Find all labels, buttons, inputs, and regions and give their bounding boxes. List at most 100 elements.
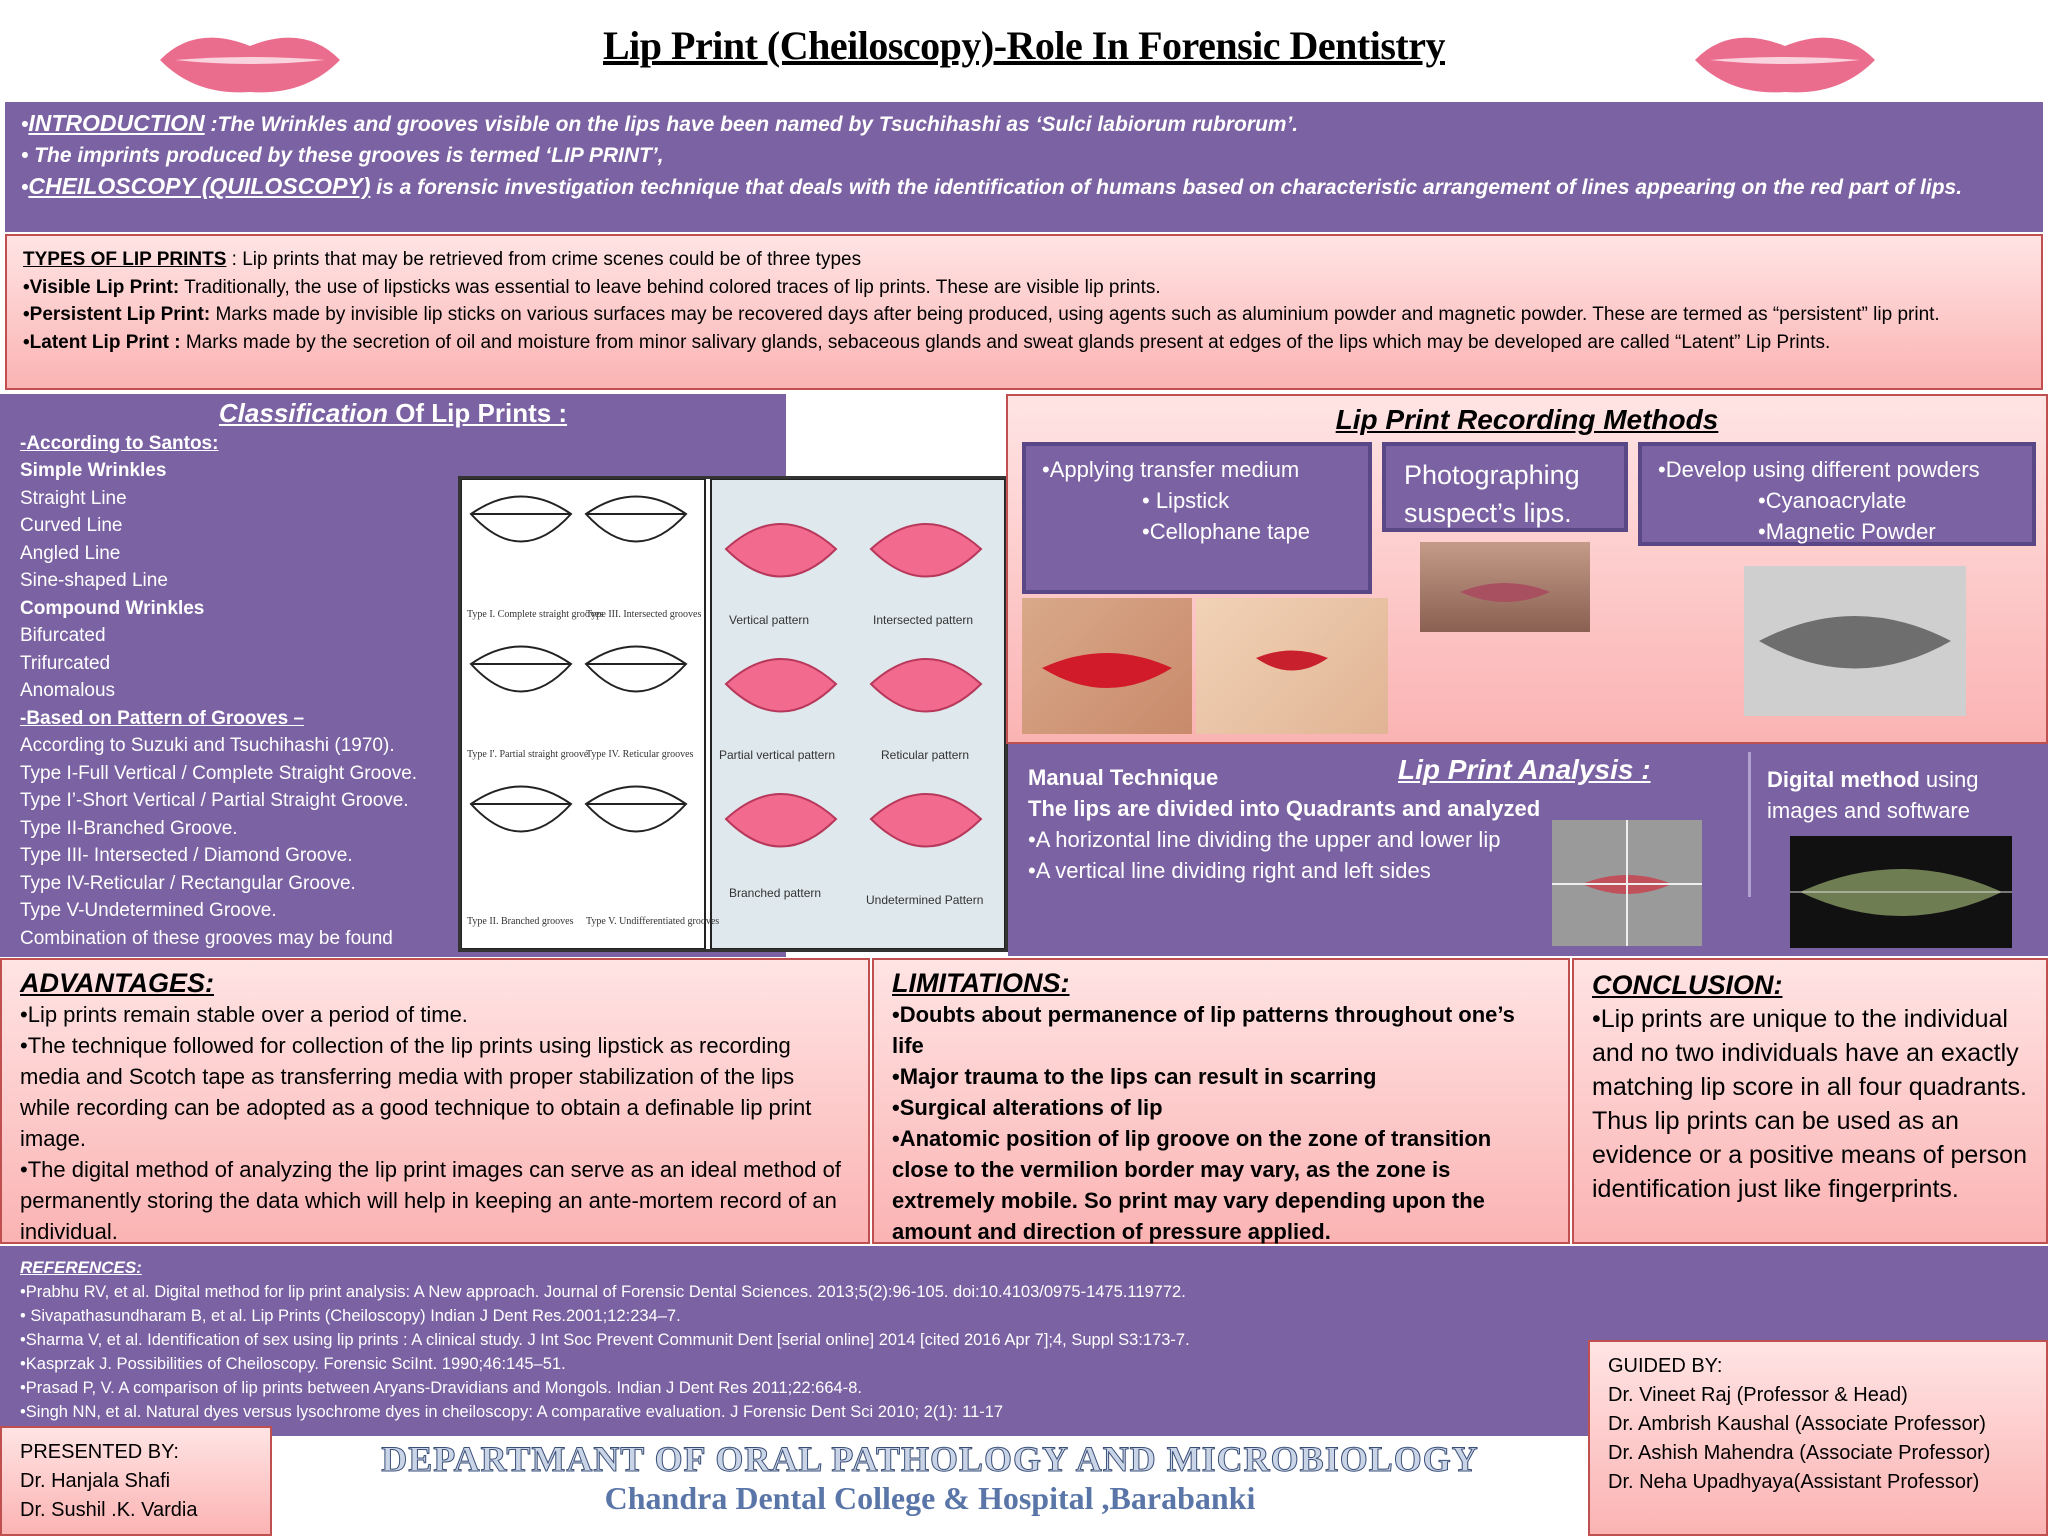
list-item: •Visible Lip Print: Traditionally, the u… bbox=[23, 276, 1161, 298]
pattern-label: Vertical pattern bbox=[729, 613, 809, 627]
lip-pattern-illustration: Type I. Complete straight grooves Type I… bbox=[460, 478, 1006, 950]
intro-text: :The Wrinkles and grooves visible on the… bbox=[204, 113, 1299, 136]
list-item: •The technique followed for collection o… bbox=[20, 1033, 812, 1151]
poster-title: Lip Print (Cheiloscopy)-Role In Forensic… bbox=[603, 23, 1445, 68]
list-item: •Doubts about permanence of lip patterns… bbox=[892, 1002, 1515, 1058]
presented-heading: PRESENTED BY: bbox=[20, 1441, 179, 1463]
list-item: According to Suzuki and Tsuchihashi (197… bbox=[20, 735, 395, 756]
types-intro: : Lip prints that may be retrieved from … bbox=[226, 249, 862, 270]
diagram-label: Type I. Complete straight grooves bbox=[467, 609, 603, 620]
presented-by-panel: PRESENTED BY: Dr. Hanjala Shafi Dr. Sush… bbox=[0, 1426, 272, 1536]
list-item: Angled Line bbox=[20, 542, 121, 564]
advantages-heading: ADVANTAGES: bbox=[20, 968, 215, 998]
manual-technique: Manual Technique The lips are divided in… bbox=[1028, 762, 1568, 886]
list-item: •Magnetic Powder bbox=[1758, 519, 1936, 544]
list-item: Straight Line bbox=[20, 487, 127, 509]
list-item: •Anatomic position of lip groove on the … bbox=[892, 1126, 1492, 1244]
pattern-label: Partial vertical pattern bbox=[719, 748, 835, 762]
list-item: Type IV-Reticular / Rectangular Groove. bbox=[20, 872, 356, 894]
pattern-label: Reticular pattern bbox=[881, 748, 969, 762]
list-item: Anomalous bbox=[20, 680, 116, 701]
pattern-label: Intersected pattern bbox=[873, 613, 973, 627]
classification-title: Classification Of Lip Prints : bbox=[218, 398, 568, 428]
list-item: •A horizontal line dividing the upper an… bbox=[1028, 827, 1501, 852]
list-item: Manual Technique bbox=[1028, 765, 1219, 790]
list-item: • Lipstick bbox=[1142, 488, 1230, 513]
list-item: Dr. Sushil .K. Vardia bbox=[20, 1499, 198, 1521]
list-item: •Develop using different powders bbox=[1658, 457, 1980, 482]
software-lip-image bbox=[1790, 836, 2012, 948]
recording-title: Lip Print Recording Methods bbox=[1335, 404, 1719, 435]
reference-item: • Sivapathasundharam B, et al. Lip Print… bbox=[20, 1307, 681, 1325]
intro-text: is a forensic investigation technique th… bbox=[370, 176, 1963, 199]
list-item: •Applying transfer medium bbox=[1042, 457, 1300, 482]
list-item: Dr. Vineet Raj (Professor & Head) bbox=[1608, 1384, 1908, 1406]
list-item: •Latent Lip Print : Marks made by the se… bbox=[23, 331, 1831, 353]
list-item: Bifurcated bbox=[20, 625, 106, 646]
list-item: Type I’-Short Vertical / Partial Straigh… bbox=[20, 790, 409, 811]
tape-transfer-photo bbox=[1196, 598, 1388, 734]
list-item: Curved Line bbox=[20, 515, 123, 536]
list-item: •Lip prints remain stable over a period … bbox=[20, 1002, 468, 1027]
reference-item: •Sharma V, et al. Identification of sex … bbox=[20, 1331, 1190, 1349]
list-item: Dr. Ashish Mahendra (Associate Professor… bbox=[1608, 1442, 1991, 1464]
lipstick-application-photo bbox=[1022, 598, 1192, 734]
analysis-panel: Lip Print Analysis : Manual Technique Th… bbox=[1008, 744, 2048, 956]
list-item: •Cellophane tape bbox=[1142, 519, 1310, 544]
conclusion-panel: CONCLUSION: •Lip prints are unique to th… bbox=[1572, 958, 2048, 1244]
suspect-lips-photo bbox=[1420, 542, 1590, 632]
list-item: •A vertical line dividing right and left… bbox=[1028, 858, 1431, 883]
college-name: Chandra Dental College & Hospital ,Barab… bbox=[604, 1480, 1256, 1516]
analysis-title: Lip Print Analysis : bbox=[1398, 754, 1651, 785]
list-item: Trifurcated bbox=[20, 652, 111, 674]
list-item: •Surgical alterations of lip bbox=[892, 1095, 1163, 1120]
list-item: Type I-Full Vertical / Complete Straight… bbox=[20, 762, 418, 784]
diagram-label: Type I'. Partial straight groove bbox=[467, 749, 589, 760]
references-heading: REFERENCES: bbox=[20, 1258, 142, 1277]
diagram-label: Type III. Intersected grooves bbox=[586, 609, 701, 620]
santos-heading: -According to Santos: bbox=[20, 432, 219, 454]
types-heading: TYPES OF LIP PRINTS bbox=[23, 249, 227, 270]
list-item: •Persistent Lip Print: Marks made by inv… bbox=[23, 304, 1940, 325]
intro-heading: INTRODUCTION bbox=[28, 110, 205, 136]
list-item: Dr. Neha Upadhyaya(Assistant Professor) bbox=[1608, 1471, 1980, 1493]
list-item: •The digital method of analyzing the lip… bbox=[20, 1157, 841, 1244]
limitations-heading: LIMITATIONS: bbox=[892, 968, 1070, 998]
list-item: Dr. Ambrish Kaushal (Associate Professor… bbox=[1608, 1413, 1986, 1435]
powder-developed-print bbox=[1744, 566, 1966, 716]
list-item: Type II-Branched Groove. bbox=[20, 817, 238, 839]
list-item: Dr. Hanjala Shafi bbox=[20, 1470, 171, 1492]
types-panel: TYPES OF LIP PRINTS : Lip prints that ma… bbox=[5, 234, 2043, 390]
transfer-medium-box: •Applying transfer medium • Lipstick •Ce… bbox=[1022, 442, 1372, 594]
diagram-label: Type IV. Reticular grooves bbox=[586, 749, 694, 760]
pattern-label: Branched pattern bbox=[729, 886, 821, 900]
limitations-panel: LIMITATIONS: •Doubts about permanence of… bbox=[872, 958, 1570, 1244]
poster-header: Lip Print (Cheiloscopy)-Role In Forensic… bbox=[0, 0, 2048, 100]
list-item: Sine-shaped Line bbox=[20, 570, 168, 591]
grooves-heading: -Based on Pattern of Grooves – bbox=[20, 707, 305, 729]
photograph-box: Photographing suspect’s lips. bbox=[1382, 442, 1628, 532]
list-item: Type V-Undetermined Groove. bbox=[20, 900, 277, 921]
reference-item: •Singh NN, et al. Natural dyes versus ly… bbox=[20, 1403, 1004, 1421]
list-item: •Cyanoacrylate bbox=[1758, 488, 1907, 513]
conclusion-text: •Lip prints are unique to the individual… bbox=[1592, 1005, 2027, 1203]
powder-box: •Develop using different powders •Cyanoa… bbox=[1638, 442, 2036, 546]
reference-item: •Prasad P, V. A comparison of lip prints… bbox=[20, 1379, 862, 1397]
reference-item: •Prabhu RV, et al. Digital method for li… bbox=[20, 1283, 1186, 1301]
conclusion-heading: CONCLUSION: bbox=[1592, 970, 1783, 1000]
advantages-panel: ADVANTAGES: •Lip prints remain stable ov… bbox=[0, 958, 870, 1244]
cheiloscopy-heading: CHEILOSCOPY (QUILOSCOPY) bbox=[28, 173, 371, 199]
list-item: The lips are divided into Quadrants and … bbox=[1028, 796, 1541, 821]
pattern-label: Undetermined Pattern bbox=[866, 893, 983, 907]
lips-kiss-icon bbox=[160, 37, 340, 93]
list-item: Type III- Intersected / Diamond Groove. bbox=[20, 845, 353, 866]
reference-item: •Kasprzak J. Possibilities of Cheiloscop… bbox=[20, 1355, 566, 1373]
department-name: DEPARTMANT OF ORAL PATHOLOGY AND MICROBI… bbox=[381, 1439, 1479, 1480]
lips-kiss-icon bbox=[1695, 37, 1875, 93]
compound-wrinkles-heading: Compound Wrinkles bbox=[20, 597, 205, 619]
introduction-panel: •INTRODUCTION :The Wrinkles and grooves … bbox=[5, 102, 2043, 232]
list-item: Combination of these grooves may be foun… bbox=[20, 927, 393, 949]
recording-methods-panel: Lip Print Recording Methods •Applying tr… bbox=[1006, 394, 2048, 744]
diagram-label: Type II. Branched grooves bbox=[467, 916, 574, 927]
department-banner: DEPARTMANT OF ORAL PATHOLOGY AND MICROBI… bbox=[272, 1438, 1588, 1536]
